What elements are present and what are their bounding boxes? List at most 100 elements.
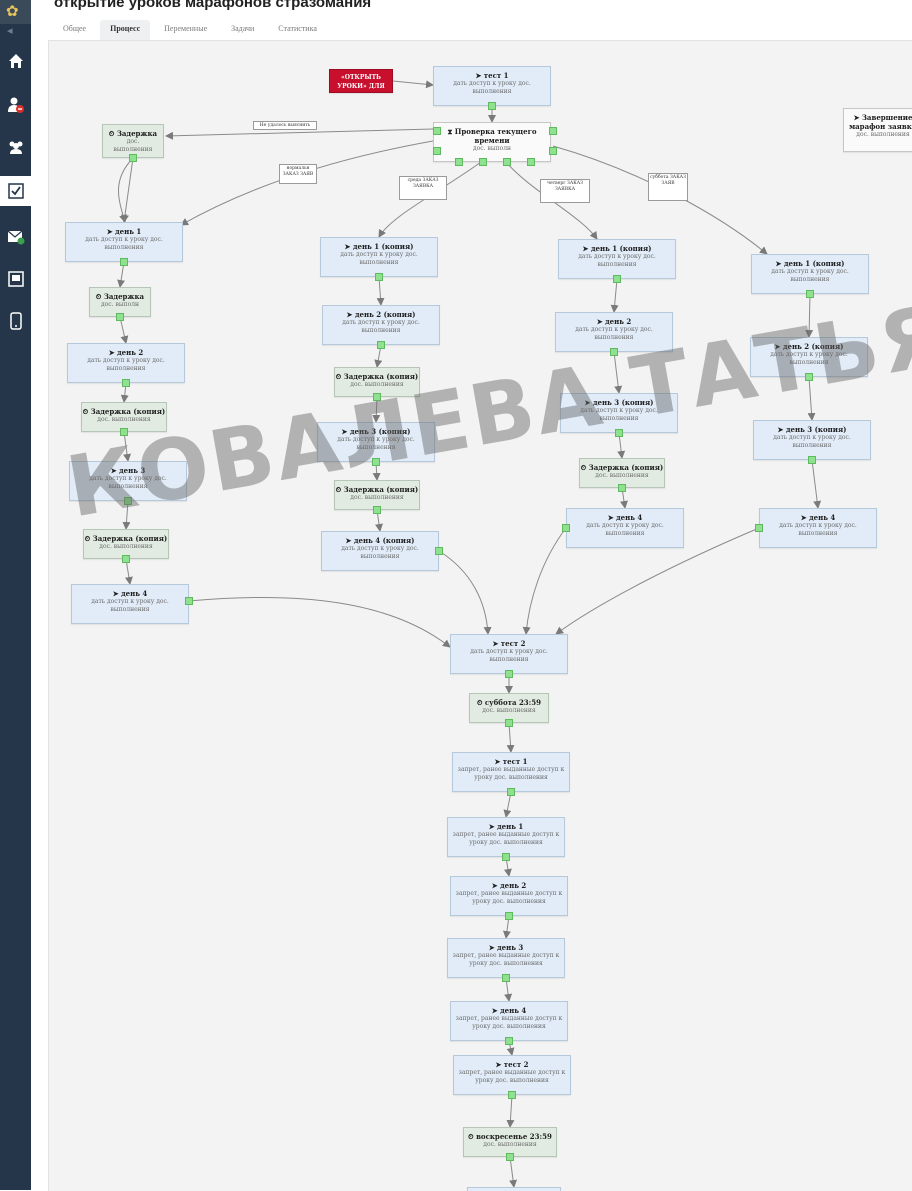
tab-process[interactable]: Процесс bbox=[100, 20, 151, 42]
edge-label-fallback[interactable]: Не удалось выяснить bbox=[253, 121, 317, 130]
connection-port[interactable] bbox=[116, 313, 124, 321]
connection-port[interactable] bbox=[433, 147, 441, 155]
connection-port[interactable] bbox=[549, 147, 557, 155]
node-day-3-copy[interactable]: ➤ день 3 (копия)дать доступ к уроку дос.… bbox=[560, 393, 678, 433]
tab-statistics[interactable]: Статистика bbox=[278, 24, 317, 33]
node-delay-copy[interactable]: ⏲ Задержка (копия)дос. выполнения bbox=[83, 529, 169, 559]
connection-port[interactable] bbox=[373, 506, 381, 514]
connection-port[interactable] bbox=[505, 1037, 513, 1045]
node-day-1-copy[interactable]: ➤ день 1 (копия)дать доступ к уроку дос.… bbox=[558, 239, 676, 279]
connection-port[interactable] bbox=[507, 788, 515, 796]
node-day-2-copy[interactable]: ➤ день 2 (копия)дать доступ к уроку дос.… bbox=[750, 337, 868, 377]
edge-label-branch-3[interactable]: четверг ЗАКАЗ ЗАЯВКА bbox=[540, 179, 590, 203]
connection-port[interactable] bbox=[377, 341, 385, 349]
tab-general[interactable]: Общее bbox=[63, 24, 87, 33]
connection-port[interactable] bbox=[435, 547, 443, 555]
connection-port[interactable] bbox=[502, 853, 510, 861]
collapse-sidebar-icon[interactable]: ◂ bbox=[7, 24, 13, 37]
start-trigger-node[interactable]: «ОТКРЫТЬ УРОКИ» ДЛЯ 'ЗАЯВКА' bbox=[329, 69, 393, 93]
node-day-4-copy[interactable]: ➤ день 4 (копия)дать доступ к уроку дос.… bbox=[321, 531, 439, 571]
checkbox-icon[interactable] bbox=[0, 176, 31, 206]
node-delay-copy[interactable]: ⏲ Задержка (копия)дос. выполнения bbox=[81, 402, 167, 432]
connection-port[interactable] bbox=[505, 912, 513, 920]
connection-port[interactable] bbox=[120, 258, 128, 266]
connection-port[interactable] bbox=[508, 1091, 516, 1099]
connection-port[interactable] bbox=[615, 429, 623, 437]
mail-icon[interactable] bbox=[0, 222, 31, 252]
node-next-step[interactable] bbox=[467, 1187, 561, 1191]
connection-port[interactable] bbox=[479, 158, 487, 166]
connection-port[interactable] bbox=[502, 974, 510, 982]
connection-port[interactable] bbox=[120, 428, 128, 436]
tab-tasks[interactable]: Задачи bbox=[231, 24, 255, 33]
connection-port[interactable] bbox=[506, 1153, 514, 1161]
user-block-icon[interactable] bbox=[0, 90, 31, 120]
tab-variables[interactable]: Переменные bbox=[164, 24, 208, 33]
connection-port[interactable] bbox=[505, 719, 513, 727]
connection-port[interactable] bbox=[122, 379, 130, 387]
node-day-1-copy[interactable]: ➤ день 1 (копия)дать доступ к уроку дос.… bbox=[320, 237, 438, 277]
node-title: «ОТКРЫТЬ УРОКИ» ДЛЯ 'ЗАЯВКА' bbox=[337, 74, 385, 90]
connection-port[interactable] bbox=[129, 154, 137, 162]
connection-port[interactable] bbox=[122, 555, 130, 563]
connection-port[interactable] bbox=[455, 158, 463, 166]
connection-port[interactable] bbox=[549, 127, 557, 135]
connection-port[interactable] bbox=[808, 456, 816, 464]
connection-port[interactable] bbox=[185, 597, 193, 605]
process-canvas[interactable]: «ОТКРЫТЬ УРОКИ» ДЛЯ 'ЗАЯВКА' ➤ тест 1дать… bbox=[48, 40, 912, 1191]
edge-label-branch-4[interactable]: суббота ЗАКАЗ ЗАЯВ bbox=[648, 173, 688, 201]
connection-port[interactable] bbox=[610, 348, 618, 356]
connection-port[interactable] bbox=[503, 158, 511, 166]
edge-label-branch-1[interactable]: нормальн ЗАКАЗ ЗАЯВ bbox=[279, 164, 317, 184]
connection-port[interactable] bbox=[488, 102, 496, 110]
node-day-2-copy[interactable]: ➤ день 2 (копия)дать доступ к уроку дос.… bbox=[322, 305, 440, 345]
mobile-icon[interactable] bbox=[0, 306, 31, 336]
connector-arrow bbox=[124, 558, 133, 585]
connection-port[interactable] bbox=[433, 127, 441, 135]
node-title: ➤ день 3 (копия) bbox=[777, 425, 847, 434]
app-logo[interactable]: ✿ bbox=[0, 0, 31, 24]
node-delay-copy[interactable]: ⏲ Задержка (копия)дос. выполнения bbox=[334, 367, 420, 397]
users-icon[interactable] bbox=[0, 132, 31, 162]
connection-port[interactable] bbox=[755, 524, 763, 532]
home-icon[interactable] bbox=[0, 46, 31, 76]
connection-port[interactable] bbox=[805, 373, 813, 381]
connection-port[interactable] bbox=[527, 158, 535, 166]
connection-port[interactable] bbox=[372, 458, 380, 466]
node-day-3-copy[interactable]: ➤ день 3 (копия)дать доступ к уроку дос.… bbox=[753, 420, 871, 460]
connection-port[interactable] bbox=[375, 273, 383, 281]
screen-icon[interactable] bbox=[0, 264, 31, 294]
connection-port[interactable] bbox=[806, 290, 814, 298]
connection-port[interactable] bbox=[124, 497, 132, 505]
connection-port[interactable] bbox=[505, 670, 513, 678]
node-day-3-copy[interactable]: ➤ день 3 (копия)дать доступ к уроку дос.… bbox=[317, 422, 435, 462]
connection-port[interactable] bbox=[373, 393, 381, 401]
node-delay-copy[interactable]: ⏲ Задержка (копия)дос. выполнения bbox=[334, 480, 420, 510]
connection-port[interactable] bbox=[618, 484, 626, 492]
edge-label-branch-2[interactable]: среда ЗАКАЗ ЗАЯВКА bbox=[399, 176, 447, 200]
node-day-1-copy[interactable]: ➤ день 1 (копия)дать доступ к уроку дос.… bbox=[751, 254, 869, 294]
connection-port[interactable] bbox=[613, 275, 621, 283]
connection-port[interactable] bbox=[562, 524, 570, 532]
